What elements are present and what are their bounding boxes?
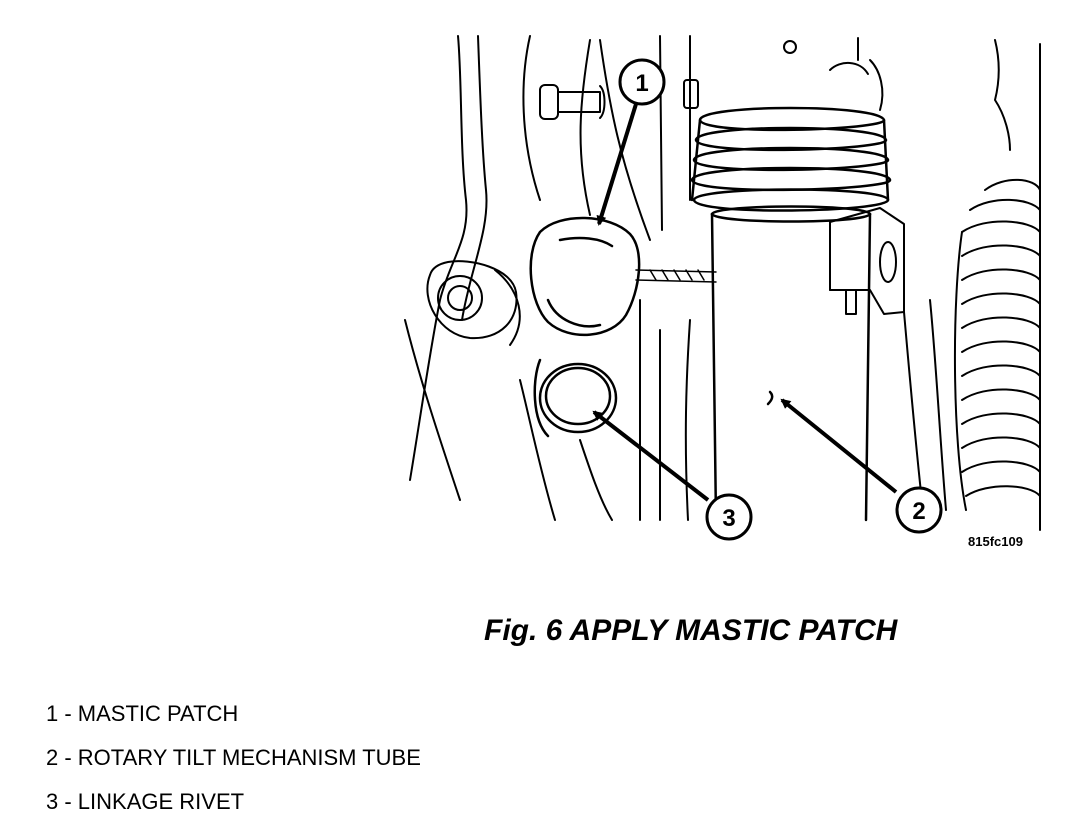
leader-lines [592, 103, 898, 502]
callout-1-number: 1 [635, 70, 648, 97]
leader-line-3 [592, 410, 710, 502]
figure-caption: Fig. 6 APPLY MASTIC PATCH [484, 614, 898, 647]
pin [539, 84, 606, 120]
leader-line-1 [596, 103, 638, 226]
bracket-tab [829, 207, 905, 315]
linkage-rivet [533, 358, 618, 438]
leader-line-2 [780, 398, 898, 494]
legend-item-linkage-rivet: 3 - LINKAGE RIVET [46, 789, 245, 814]
callout-2: 2 [895, 486, 943, 534]
callout-3-number: 3 [722, 505, 735, 532]
callout-3: 3 [705, 493, 753, 541]
figure-code: 815fc109 [968, 534, 1023, 549]
coil-spring [690, 106, 892, 212]
legend: 1 - MASTIC PATCH 2 - ROTARY TILT MECHANI… [46, 692, 421, 824]
column-boot [903, 39, 1041, 531]
mastic-patch [529, 216, 641, 337]
callout-2-number: 2 [912, 498, 925, 525]
rotary-tilt-tube [710, 205, 872, 522]
callout-1: 1 [618, 58, 666, 106]
pivot-boss [426, 260, 521, 346]
housing-outline [404, 35, 691, 521]
legend-item-rotary-tilt-tube: 2 - ROTARY TILT MECHANISM TUBE [46, 745, 421, 770]
cable-link [635, 269, 717, 283]
upper-features [683, 37, 884, 111]
legend-item-mastic-patch: 1 - MASTIC PATCH [46, 701, 239, 726]
